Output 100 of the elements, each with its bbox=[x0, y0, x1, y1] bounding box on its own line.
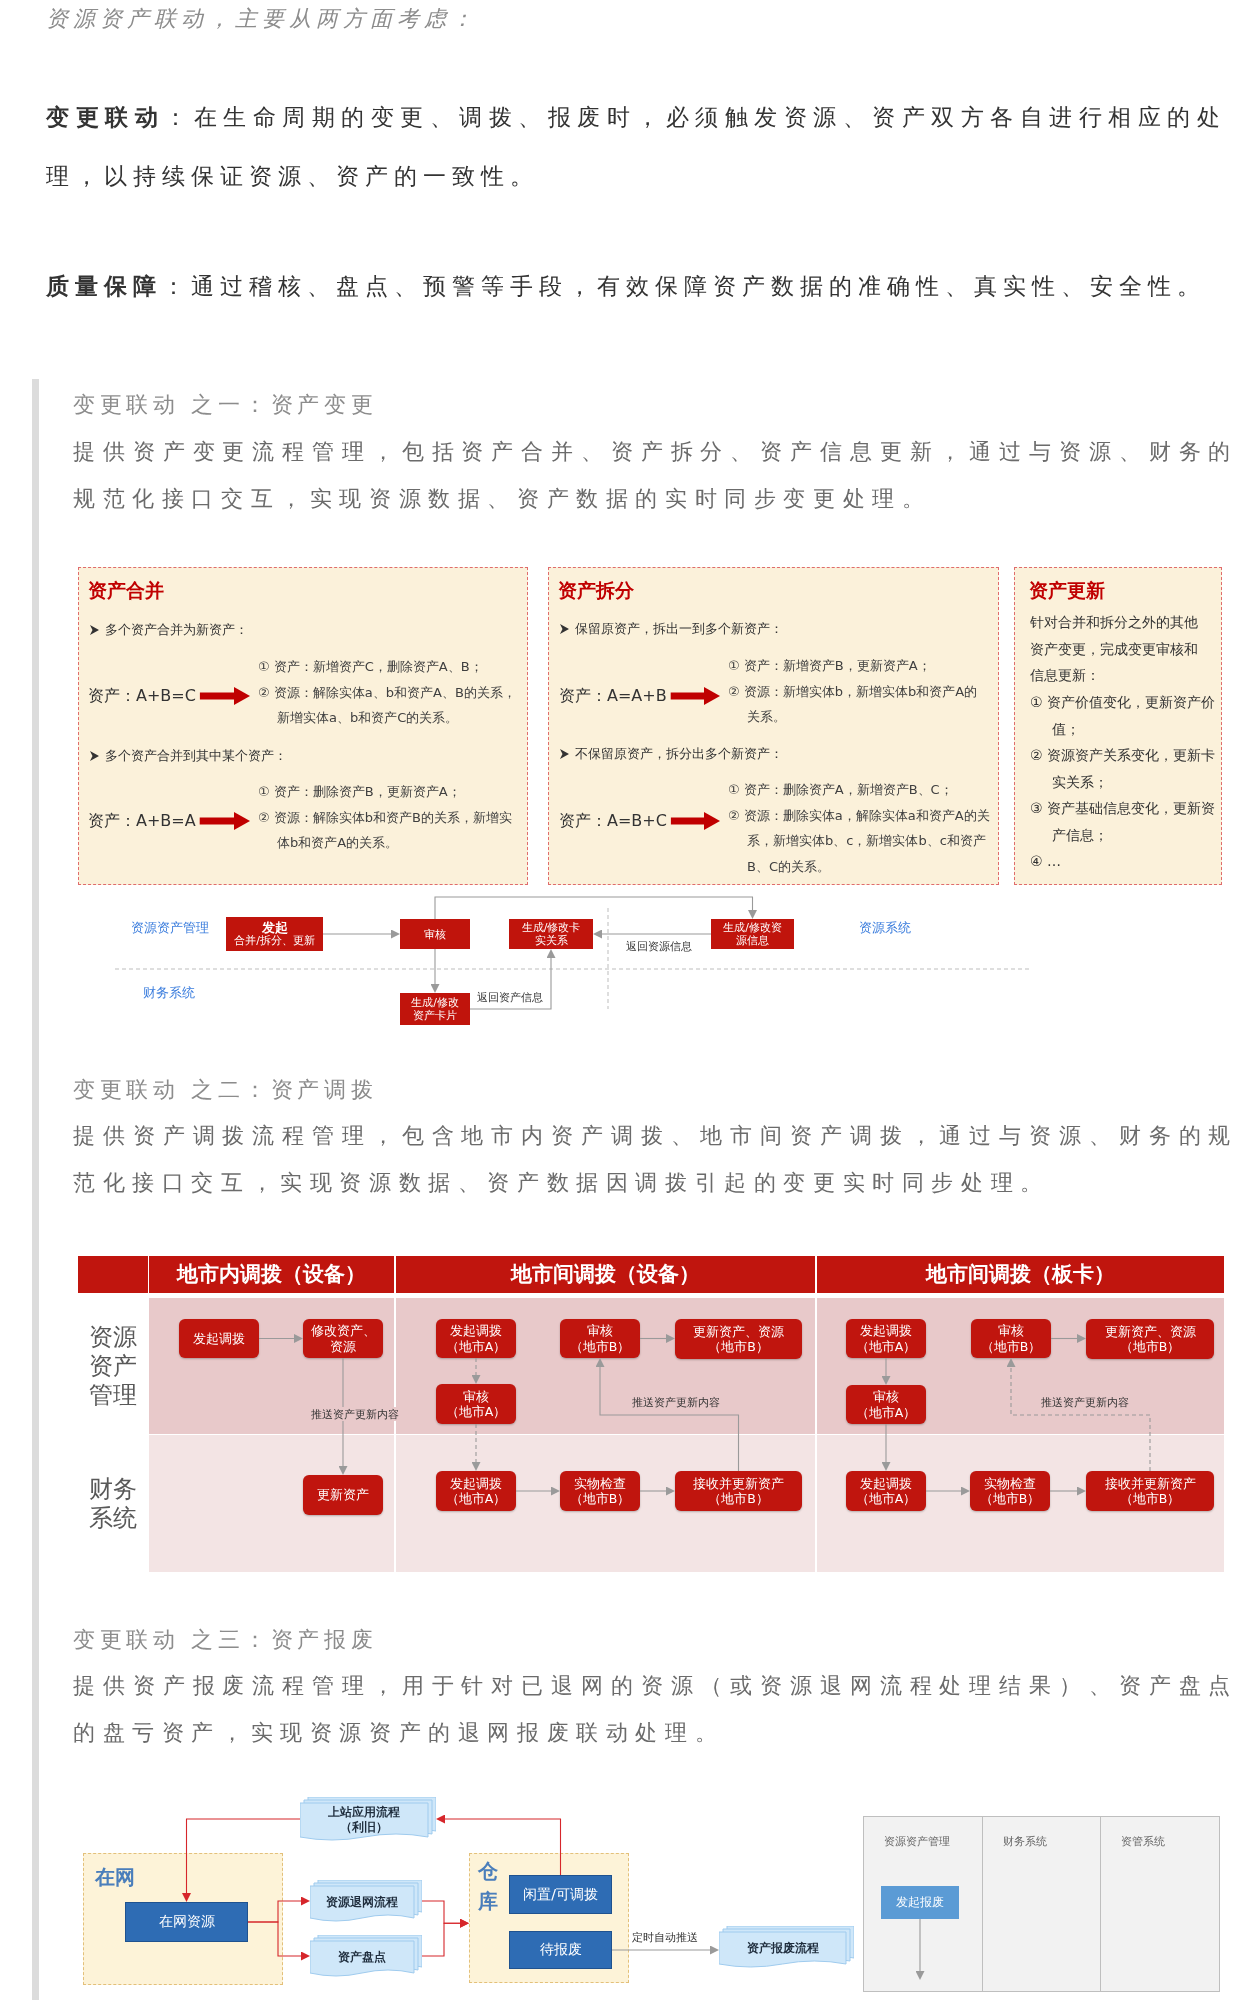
edge-label: 返回资产信息 bbox=[475, 990, 545, 1004]
column-header: 地市内调拨（设备） bbox=[149, 1256, 394, 1293]
lane-header: 资管系统 bbox=[1121, 1834, 1165, 1848]
arrow bbox=[881, 1357, 891, 1385]
bullet-text: 多个资产合并到其中某个资产： bbox=[105, 747, 287, 765]
paragraph: 质量保障：通过稽核、盘点、预警等手段，有效保障资产数据的准确性、真实性、安全性。 bbox=[46, 272, 1207, 301]
arrow bbox=[199, 812, 250, 830]
lane-label: 资源资产管理 bbox=[131, 920, 209, 936]
dashed-panel bbox=[78, 567, 528, 885]
bullet-text: 不保留原资产，拆分出多个新资产： bbox=[575, 745, 783, 763]
process-box: 发起调拨 bbox=[179, 1319, 259, 1358]
edge-label: 推送资产更新内容 bbox=[630, 1395, 722, 1409]
paragraph: 提供资产报废流程管理，用于针对已退网的资源（或资源退网流程处理结果）、资产盘点的盘亏资产，实现资源资产的退网报废联动处理。 bbox=[73, 1672, 1238, 1747]
dashed-panel bbox=[1014, 567, 1222, 885]
panel-heading: 资产更新 bbox=[1029, 578, 1105, 602]
arrow bbox=[434, 896, 757, 920]
process-box: 更新资产 bbox=[303, 1475, 383, 1515]
process-box: 更新资产、资源（地市B） bbox=[675, 1319, 802, 1359]
bullet-text: 多个资产合并为新资产： bbox=[105, 621, 248, 639]
arrow bbox=[915, 1918, 925, 1980]
arrow bbox=[593, 929, 712, 939]
process-box: 发起调拨（地市A） bbox=[436, 1471, 516, 1511]
panel-text: 针对合并和拆分之外的其他资产变更，完成变更审核和信息更新： bbox=[1030, 613, 1199, 685]
process-box: 接收并更新资产（地市B） bbox=[675, 1471, 802, 1511]
section-heading: 变更联动 之二：资产调拨 bbox=[73, 1076, 378, 1104]
section-heading: 变更联动 之一：资产变更 bbox=[73, 391, 378, 419]
swimlane-column bbox=[1100, 1816, 1220, 1992]
lane-label: 资源系统 bbox=[859, 920, 911, 936]
dashed-panel bbox=[83, 1853, 283, 1985]
arrow bbox=[469, 949, 556, 1010]
row-header: 财务系统 bbox=[88, 1473, 138, 1534]
process-box: 审核（地市A） bbox=[436, 1384, 516, 1424]
panel-heading: 资产拆分 bbox=[558, 578, 634, 602]
arrow bbox=[471, 1423, 481, 1471]
process-box: 审核（地市B） bbox=[971, 1319, 1051, 1358]
list-item: ② 资源资产关系变化，更新卡实关系； bbox=[1030, 746, 1215, 792]
list-item: ② 资源：新增实体b，新增实体b和资产A的关系。 bbox=[728, 682, 979, 726]
process-box: 接收并更新资产（地市B） bbox=[1086, 1471, 1214, 1511]
edge-label: 推送资产更新内容 bbox=[1039, 1395, 1131, 1409]
arrow bbox=[258, 1334, 303, 1343]
arrow bbox=[1050, 1334, 1086, 1343]
list-item: ① 资产价值变化，更新资产价值； bbox=[1030, 693, 1215, 739]
process-box: 审核 bbox=[400, 919, 470, 949]
edge-label: 定时自动推送 bbox=[630, 1930, 700, 1944]
arrow bbox=[595, 1358, 740, 1472]
process-box: 生成/修改资产卡片 bbox=[400, 993, 470, 1025]
list-item: ② 资源：删除实体a，解除实体a和资产A的关系，新增实体b、c，新增实体b、c和资产B、C的关系。 bbox=[728, 806, 990, 876]
paragraph: 提供资产变更流程管理，包括资产合并、资产拆分、资产信息更新，通过与资源、财务的规范化接口交互，实现资源数据、资产数据的实时同步变更处理。 bbox=[73, 438, 1238, 513]
process-box: 待报废 bbox=[509, 1931, 612, 1969]
arrow bbox=[338, 1357, 348, 1475]
column-header: 地市间调拨（设备） bbox=[396, 1256, 815, 1293]
lane-header: 财务系统 bbox=[1003, 1834, 1047, 1848]
arrow bbox=[199, 687, 250, 705]
arrow bbox=[1049, 1486, 1086, 1496]
arrow bbox=[670, 687, 720, 705]
process-box: 生成/修改资源信息 bbox=[711, 919, 794, 949]
stacked-document: 资产盘点 bbox=[310, 1935, 422, 1977]
arrow bbox=[471, 1357, 481, 1384]
list-item: ① 资产：新增资产B，更新资产A； bbox=[728, 657, 932, 675]
list-item: ② 资源：解除实体b和资产B的关系，新增实体b和资产A的关系。 bbox=[258, 808, 513, 852]
process-box: 审核（地市A） bbox=[846, 1385, 926, 1424]
process-box: 实物检查（地市B） bbox=[560, 1471, 640, 1511]
arrow bbox=[515, 1486, 560, 1496]
arrow bbox=[247, 1921, 310, 1961]
process-box: 发起报废 bbox=[881, 1886, 959, 1919]
list-item: ① 资产：新增资产C，删除资产A、B； bbox=[258, 658, 484, 676]
lane-label: 财务系统 bbox=[143, 985, 195, 1001]
lane-header: 资源资产管理 bbox=[884, 1834, 950, 1848]
process-box: 在网资源 bbox=[125, 1902, 248, 1942]
process-box: 闲置/可调拨 bbox=[509, 1875, 612, 1914]
arrow bbox=[670, 812, 720, 830]
arrow bbox=[421, 1918, 469, 1957]
formula-text: 资产：A+B=A bbox=[88, 810, 200, 832]
arrow bbox=[430, 948, 440, 993]
process-box: 发起调拨（地市A） bbox=[436, 1319, 516, 1358]
stacked-document: 上站应用流程（利旧） bbox=[300, 1797, 436, 1841]
arrow bbox=[182, 1818, 301, 1902]
edge-label: 推送资产更新内容 bbox=[309, 1407, 401, 1421]
arrow bbox=[639, 1334, 675, 1343]
formula-text: 资产：A=A+B bbox=[559, 685, 671, 707]
paragraph: 变更联动：在生命周期的变更、调拨、报废时，必须触发资源、资产双方各自进行相应的处理，以持续保证资源、资产的一致性。 bbox=[46, 103, 1226, 191]
arrow bbox=[436, 1814, 562, 1876]
dashed-panel bbox=[548, 567, 999, 885]
section-heading: 变更联动 之三：资产报废 bbox=[73, 1626, 378, 1654]
arrow bbox=[611, 1945, 719, 1955]
bullet-text: 保留原资产，拆出一到多个新资产： bbox=[575, 620, 783, 638]
arrow bbox=[322, 929, 400, 939]
panel-heading: 在网 bbox=[95, 1864, 135, 1891]
swimlane-column bbox=[863, 1816, 983, 1992]
process-box: 发起调拨（地市A） bbox=[846, 1471, 926, 1511]
panel-heading: 仓库 bbox=[478, 1858, 499, 1915]
process-box: 发起调拨（地市A） bbox=[846, 1319, 926, 1358]
panel-heading: 资产合并 bbox=[88, 578, 164, 602]
row-header: 资源资产管理 bbox=[88, 1321, 138, 1411]
arrow bbox=[639, 1486, 675, 1496]
arrow bbox=[1006, 1358, 1151, 1472]
column-header: 地市间调拨（板卡） bbox=[817, 1256, 1224, 1293]
paragraph: 提供资产调拨流程管理，包含地市内资产调拨、地市间资产调拨，通过与资源、财务的规范化接口交互，实现资源数据、资产数据因调拨引起的变更实时同步处理。 bbox=[73, 1122, 1238, 1197]
box-subtitle: 合并/拆分、更新 bbox=[234, 934, 315, 947]
intro-text: 资源资产联动，主要从两方面考虑： bbox=[46, 5, 478, 33]
